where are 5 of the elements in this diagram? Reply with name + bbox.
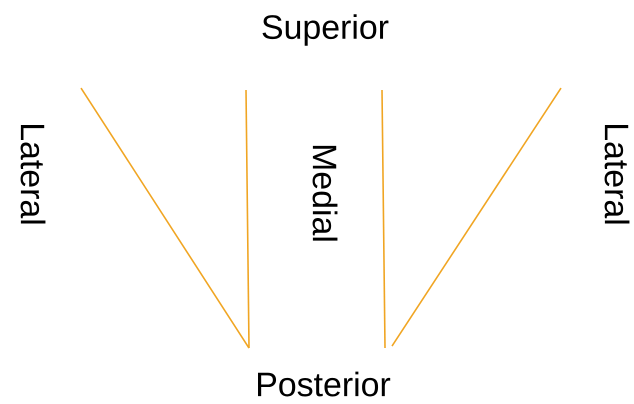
- direction-label: Medial: [312, 146, 338, 241]
- direction-label: Lateral: [20, 125, 46, 224]
- direction-label: Posterior: [258, 372, 390, 396]
- direction-label: Lateral: [604, 125, 630, 224]
- direction-label: Superior: [262, 14, 388, 46]
